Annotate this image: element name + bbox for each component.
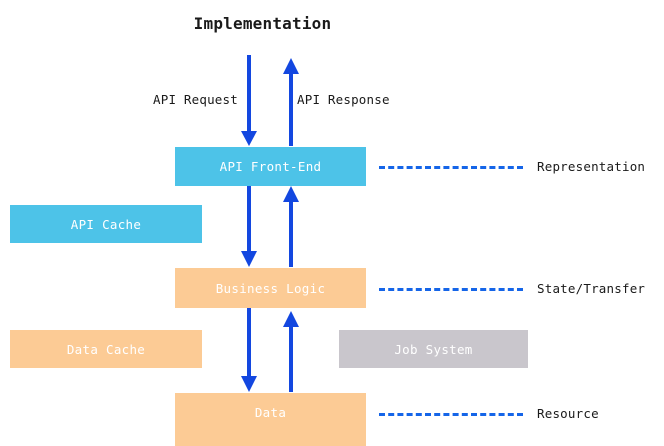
side-label-resource: Resource — [537, 406, 599, 421]
dashed-line-representation — [379, 166, 523, 169]
node-api-front-end[interactable]: API Front-End — [175, 147, 366, 186]
node-business-logic[interactable]: Business Logic — [175, 268, 366, 308]
node-job-system[interactable]: Job System — [339, 330, 528, 368]
dashed-line-state-transfer — [379, 288, 523, 291]
node-data-cache[interactable]: Data Cache — [10, 330, 202, 368]
node-label-api-cache: API Cache — [70, 216, 142, 232]
flow-label-api-response: API Response — [297, 92, 390, 107]
node-label-data: Data — [254, 405, 287, 420]
node-label-business-logic: Business Logic — [215, 280, 326, 296]
arrow-request-into-frontend — [241, 55, 257, 146]
arrow-business-logic-to-data — [241, 308, 257, 392]
arrow-response-out-of-frontend — [283, 58, 299, 146]
node-api-cache[interactable]: API Cache — [10, 205, 202, 243]
dashed-line-resource — [379, 413, 523, 416]
page-title: Implementation — [193, 14, 332, 33]
arrow-business-logic-to-frontend — [283, 186, 299, 267]
node-data[interactable]: Data — [175, 393, 366, 446]
node-label-data-cache: Data Cache — [66, 341, 146, 357]
node-label-api-front-end: API Front-End — [219, 159, 322, 174]
arrow-data-to-business-logic — [283, 311, 299, 392]
node-label-job-system: Job System — [394, 341, 473, 357]
side-label-representation: Representation — [537, 159, 646, 174]
arrow-frontend-to-business-logic — [241, 186, 257, 267]
side-label-state-transfer: State/Transfer — [537, 281, 646, 296]
flow-label-api-request: API Request — [153, 92, 238, 107]
